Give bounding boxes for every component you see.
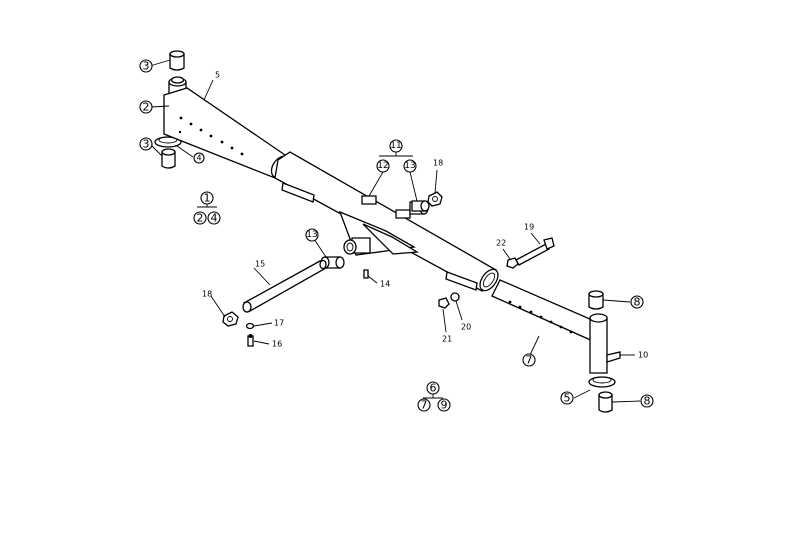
washer-20 [450,292,460,302]
callout-2-label: 2 [143,101,150,114]
callout-10: 10 [638,351,648,360]
callout-3-bottom: 3 [139,137,153,151]
bushing-right-13 [411,200,430,212]
subassembly-11: 11 12 13 [376,139,417,173]
callout-7-label: 7 [526,354,533,367]
callout-13-lower-label: 13 [306,230,317,240]
callout-5: 5 [215,71,220,80]
callout-13-upper-label: 13 [404,161,415,171]
subassembly-6-part-7: 7 [421,399,428,412]
subassembly-1-label: 1 [204,192,211,205]
nut-18-upper [427,191,443,207]
callout-22: 22 [496,239,506,248]
stud-14 [363,269,369,279]
subassembly-1: 1 2 4 [193,191,221,225]
axle-beam-right-section [491,279,607,343]
callout-18-upper-label: 18 [433,159,443,168]
callout-5-right-label: 5 [564,392,571,405]
callout-19-label: 19 [524,223,534,232]
callout-20-label: 20 [461,323,471,332]
callout-3-top-label: 3 [143,60,150,73]
callout-17-label: 17 [274,319,284,328]
nut-21 [438,297,450,309]
callout-14: 14 [380,280,390,289]
callout-13-lower: 13 [305,228,319,242]
callout-5-label: 5 [215,71,220,80]
callout-7: 7 [522,353,536,367]
callout-20: 20 [461,323,471,332]
axle-beam-left-section [163,87,292,179]
subassembly-6-label: 6 [430,382,437,395]
callout-5-right: 5 [560,391,574,405]
right-adjust-holes [508,300,573,334]
subassembly-1-part-4: 4 [211,212,218,225]
callout-21-label: 21 [442,335,452,344]
left-adjust-holes [178,116,244,156]
callout-18-lower: 18 [202,290,212,299]
callout-8-top: 8 [630,295,644,309]
subassembly-6-part-9: 9 [441,399,448,412]
subassembly-1-part-2: 2 [197,212,204,225]
callout-15: 15 [255,260,265,269]
callout-14-label: 14 [380,280,390,289]
callout-4-label: 4 [196,154,201,163]
pin-16 [247,334,254,347]
callout-18-upper: 18 [433,159,443,168]
callout-16-label: 16 [272,340,282,349]
callout-8-bottom: 8 [640,394,654,408]
callout-18-lower-label: 18 [202,290,212,299]
callout-10-label: 10 [638,351,648,360]
left-bottom-cap [161,148,176,169]
right-spindle [588,290,621,413]
nut-18-lower [222,311,239,327]
callout-8-bottom-label: 8 [644,395,651,408]
callout-2: 2 [139,100,153,114]
axle-beam-center [274,151,499,292]
callout-3-bottom-label: 3 [143,138,150,151]
subassembly-6: 6 7 9 [417,381,451,412]
pivot-pin-15 [242,259,328,313]
callout-16: 16 [272,340,282,349]
nut-22 [506,257,519,269]
leader-lines [149,59,641,403]
subassembly-11-label: 11 [390,141,401,151]
callout-8-top-label: 8 [634,296,641,309]
washer-17 [245,322,255,330]
callout-3-top: 3 [139,59,153,73]
callout-17: 17 [274,319,284,328]
bolt-19 [515,237,555,266]
callout-21: 21 [442,335,452,344]
callout-19: 19 [524,223,534,232]
callout-22-label: 22 [496,239,506,248]
callout-4: 4 [193,152,205,164]
callout-15-label: 15 [255,260,265,269]
left-top-cap [169,50,185,71]
callout-12-label: 12 [377,161,388,171]
